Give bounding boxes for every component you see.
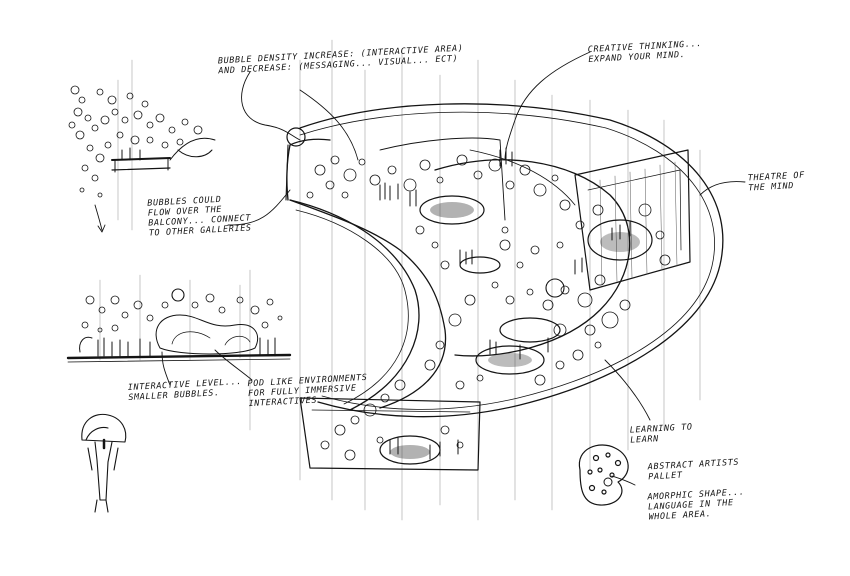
bubble-cluster-top-left: [68, 85, 203, 198]
note-theatre-of-the-mind: Theatre of the mind: [747, 170, 806, 194]
artists-palette-sketch: [578, 444, 629, 506]
interactive-level-section: [66, 314, 292, 363]
people-figures: [379, 147, 631, 460]
annotation-leaders: [161, 51, 746, 486]
flow-arrow-down: [94, 204, 106, 233]
figure-in-pod: [81, 413, 127, 513]
note-pod-environments: Pod like environments for fully immersiv…: [247, 372, 368, 410]
note-amorphic-shape: Amorphic shape... language in the whole …: [647, 487, 745, 523]
theatre-wall: [574, 149, 691, 291]
gallery-left-wall: [285, 137, 506, 221]
note-bubbles-flow: Bubbles could flow over the balcony... c…: [147, 194, 252, 239]
bubble-cluster-section: [81, 288, 283, 333]
lower-section-wall: [299, 397, 481, 471]
bubble-cluster-main: [286, 127, 671, 461]
gallery-floor-plan: [286, 103, 724, 418]
note-learning-to-learn: Learning to learn: [629, 422, 693, 446]
immersive-pods: [379, 195, 653, 465]
balcony-section-sketch: [111, 137, 216, 173]
